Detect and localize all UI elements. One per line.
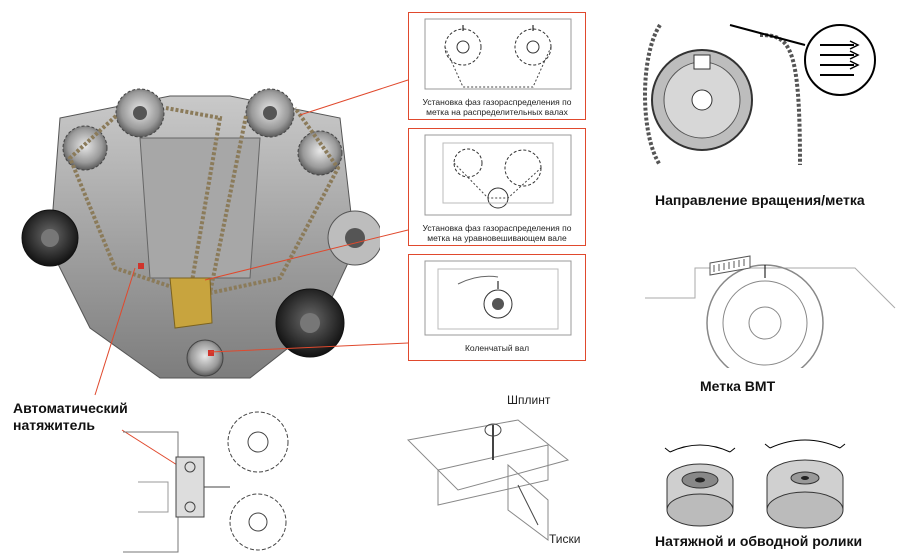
camshaft-timing-drawing (424, 18, 572, 90)
callout-balance-shaft-timing: Установка фаз газораспределения по метка… (408, 128, 586, 246)
tdc-mark-label: Метка ВМТ (700, 378, 776, 394)
cotter-pin-drawing (398, 400, 578, 550)
callout-balance-shaft-caption: Установка фаз газораспределения по метка… (422, 223, 572, 243)
rotation-direction-label: Направление вращения/метка (655, 192, 865, 208)
callout-camshaft-caption: Установка фаз газораспределения по метка… (422, 97, 572, 117)
tdc-mark-drawing (635, 228, 905, 368)
callout-crankshaft: Коленчатый вал (408, 254, 586, 361)
vise-label: Тиски (549, 532, 581, 546)
auto-tensioner-drawing (118, 402, 296, 554)
callout-crankshaft-caption: Коленчатый вал (464, 343, 530, 353)
balance-shaft-drawing (424, 134, 572, 216)
callout-camshaft-timing: Установка фаз газораспределения по метка… (408, 12, 586, 120)
cotter-pin-label: Шплинт (507, 393, 551, 407)
crankshaft-drawing (424, 260, 572, 336)
engine-photo (20, 78, 380, 383)
auto-tensioner-label: Автоматический натяжитель (13, 400, 128, 433)
tensioner-idler-drawing (655, 430, 905, 530)
belt-rotation-drawing (640, 15, 900, 175)
tensioner-idler-label: Натяжной и обводной ролики (655, 533, 863, 549)
